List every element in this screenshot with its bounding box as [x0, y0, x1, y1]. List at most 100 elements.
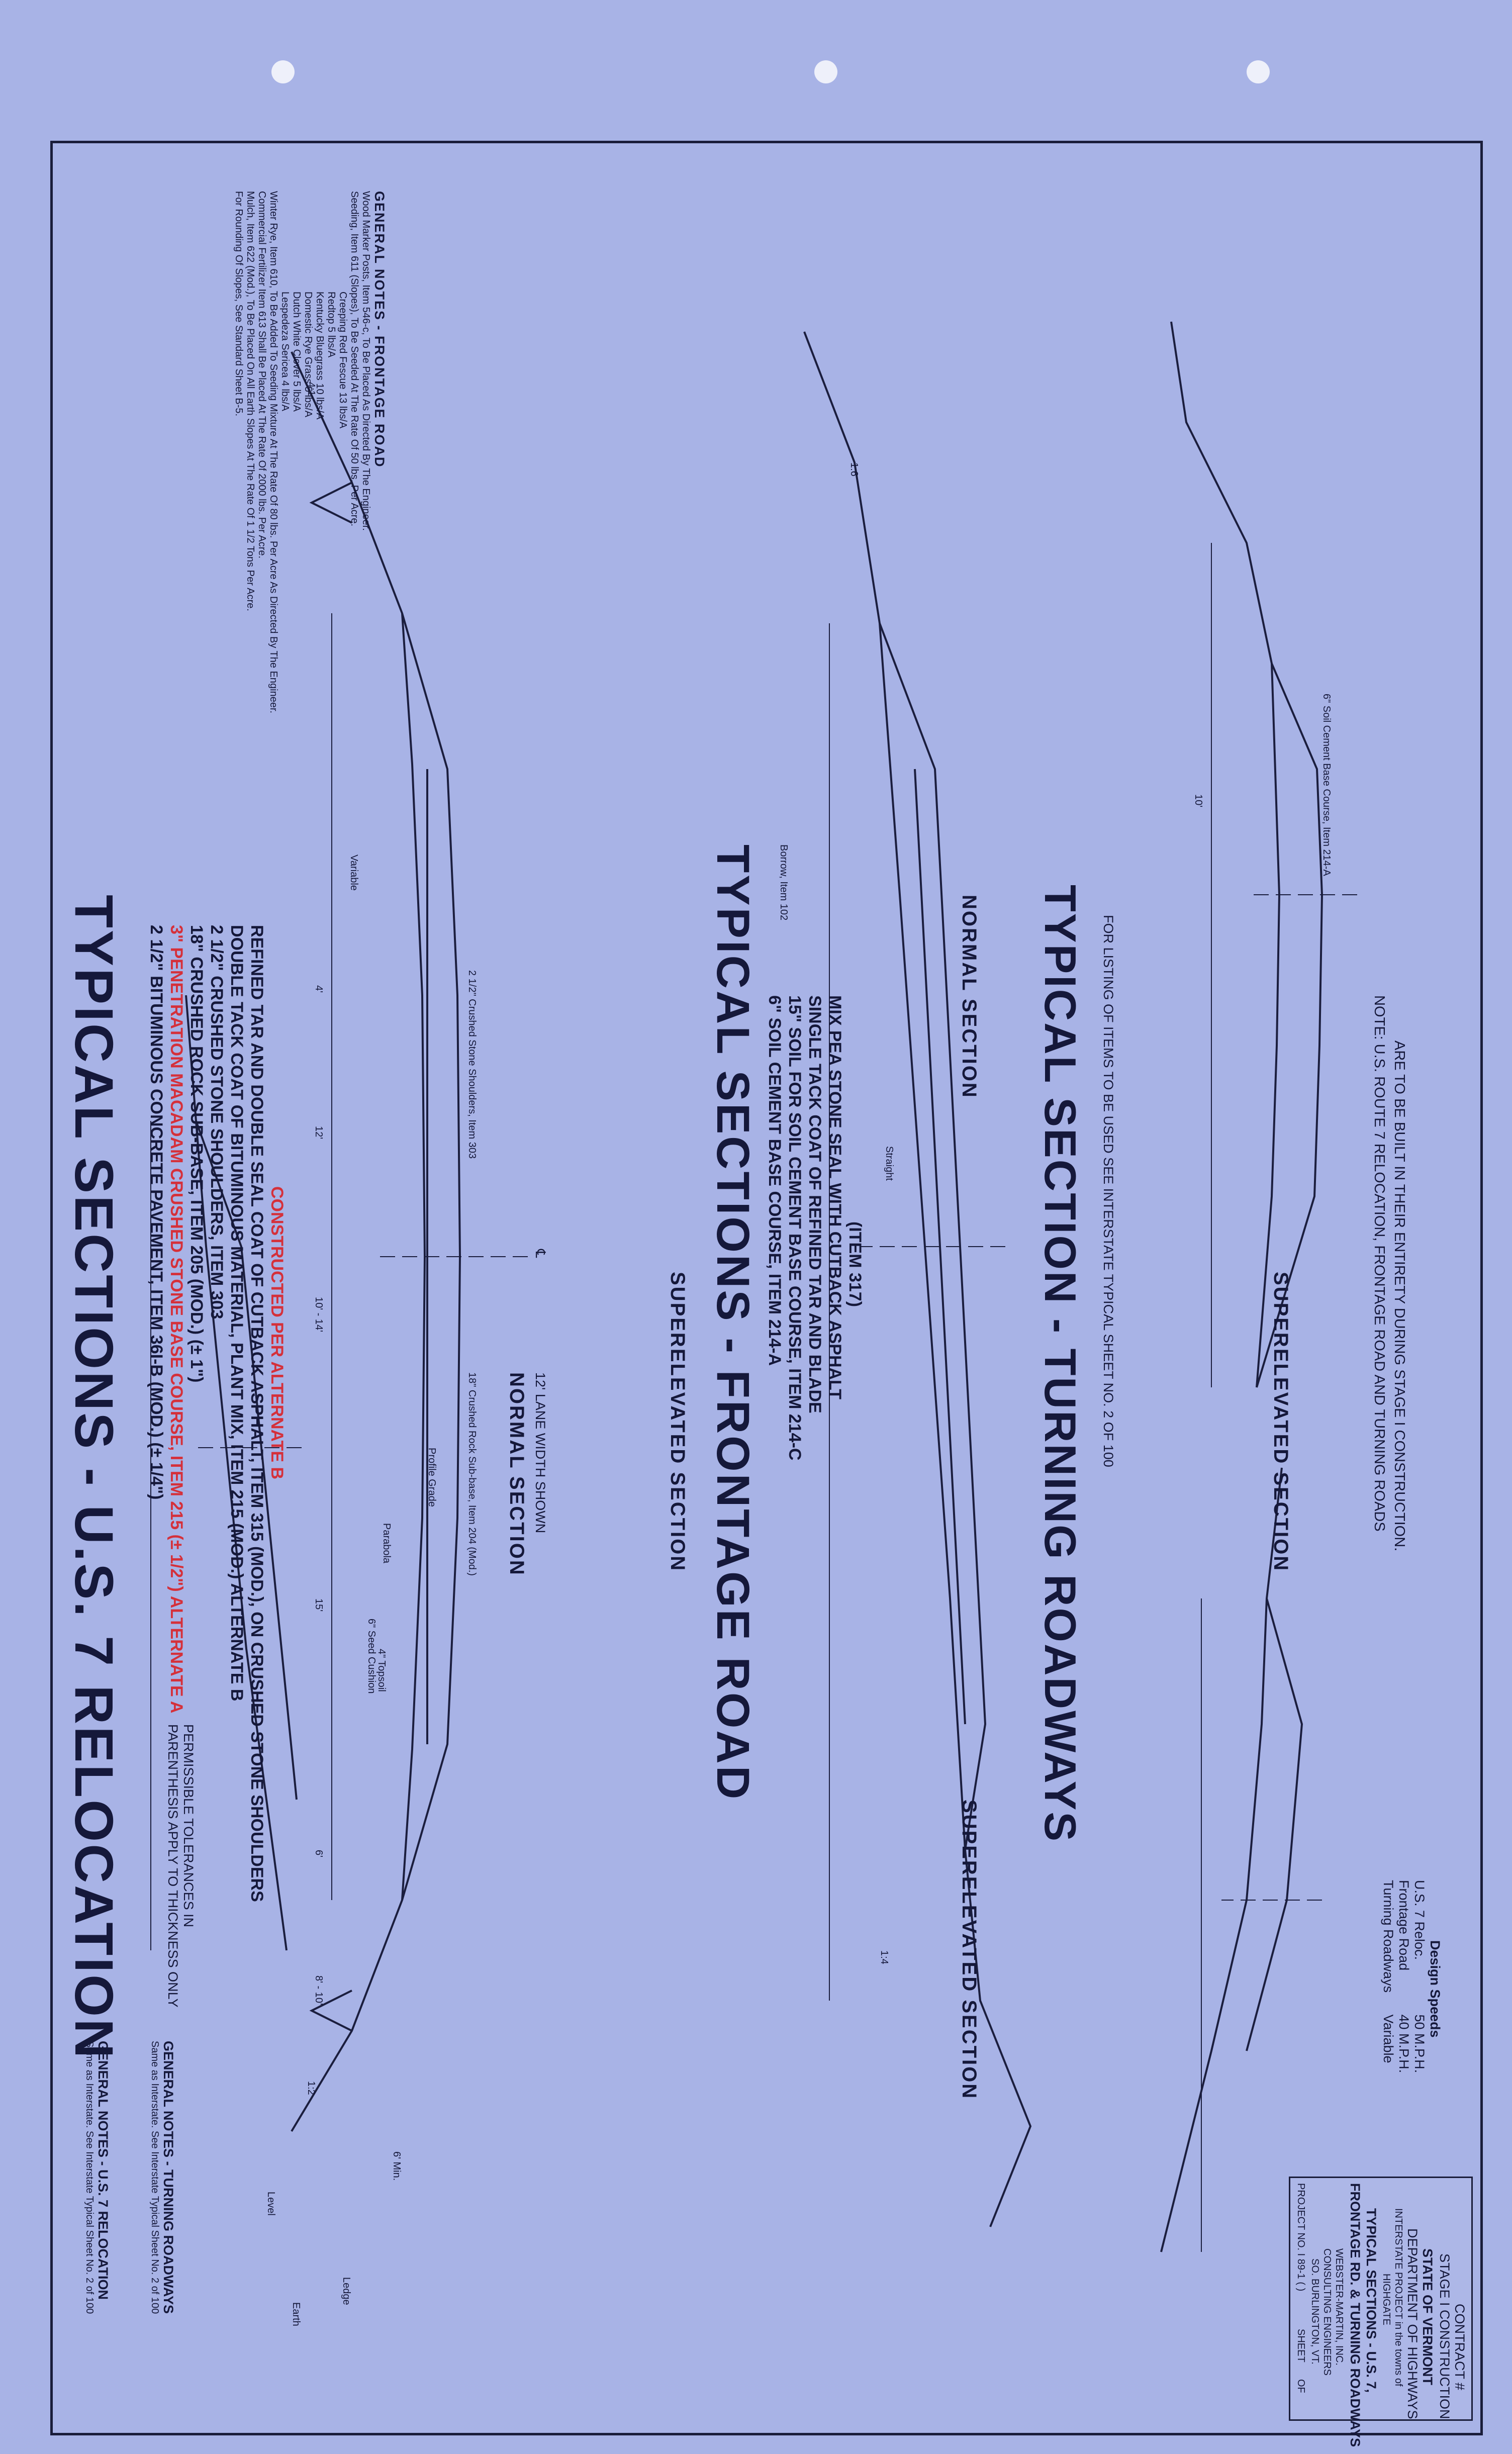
constructed-note: CONSTRUCTED PER ALTERNATE B	[267, 1186, 287, 1480]
tb-project-no: PROJECT NO. I 89-1 ( )	[1295, 2183, 1306, 2292]
us7-super-label: SUPERELEVATED SECTION	[667, 1272, 689, 1572]
design-speeds-heading: Design Speeds	[1428, 1940, 1443, 2038]
tb-firm2: CONSULTING ENGINEERS	[1321, 2248, 1333, 2376]
profile-grade-label: Profile Grade	[426, 1448, 437, 1507]
notes-frontage-line: Mulch, Item 622 (Mod.), To Be Placed On …	[245, 191, 256, 611]
tb-firm3: SO. BURLINGTON, VT.	[1309, 2258, 1320, 2365]
dim-6: 6'	[313, 1850, 324, 1857]
notes-turning-line: Same as Interstate. See Interstate Typic…	[149, 2041, 160, 2314]
notes-frontage-line: Lespedeza Sericea 4 lbs/A	[279, 292, 291, 411]
slope-1-6: 1:6	[848, 462, 860, 477]
dim-10: 10'	[1193, 794, 1204, 808]
stage-note-line1: NOTE: U.S. ROUTE 7 RELOCATION, FRONTAGE …	[1371, 995, 1387, 1532]
turning-super-label: SUPERELEVATED SECTION	[1270, 1272, 1292, 1572]
turning-note: FOR LISTING OF ITEMS TO BE USED SEE INTE…	[1101, 915, 1116, 1467]
notes-turning-heading: GENERAL NOTES - TURNING ROADWAYS	[161, 2041, 176, 2314]
tb-firm: WEBSTER-MARTIN, INC.	[1334, 2248, 1345, 2366]
us7-super-profile	[803, 331, 1032, 2227]
notes-frontage-line: Redtop 5 lbs/A	[326, 292, 337, 358]
punch-hole	[271, 60, 295, 83]
main-title: TYPICAL SECTIONS - U.S. 7 RELOCATION	[64, 895, 125, 2060]
subbase-label: 18" Crushed Rock Sub-base, Item 204 (Mod…	[466, 1372, 478, 1576]
earth-label: Earth	[291, 2302, 302, 2326]
centerline-symbol: ℄	[533, 1249, 548, 1258]
rotated-content: TYPICAL SECTIONS - U.S. 7 RELOCATION 2 1…	[50, 141, 1483, 2447]
punch-hole	[1247, 60, 1270, 83]
turning-super-base	[195, 1120, 298, 1800]
dim-8-10: 8' - 10'	[313, 1975, 324, 2005]
frontage-super-base	[1246, 1598, 1303, 2051]
frontage-spec-3: SINGLE TACK COAT OF REFINED TAR AND BLAD…	[805, 995, 824, 1413]
design-speed-value: 40 M.P.H.	[1396, 2014, 1411, 2073]
punch-hole	[814, 60, 837, 83]
design-speed-road: Frontage Road	[1396, 1880, 1411, 1971]
spec-line-5: DOUBLE TACK COAT OF BITUMINOUS MATERIAL,…	[227, 925, 246, 1702]
design-speed-value: Variable	[1381, 2014, 1396, 2063]
borrow-label: Borrow, Item 102	[778, 844, 789, 921]
stage-note-line2: ARE TO BE BUILT IN THEIR ENTIRETY DURING…	[1391, 1041, 1407, 1552]
design-speed-road: U.S. 7 Reloc.	[1412, 1880, 1427, 1960]
dim-10-14: 10' - 14'	[313, 1297, 324, 1332]
design-speed-value: 50 M.P.H.	[1412, 2014, 1427, 2073]
sheet-border	[50, 141, 1483, 2435]
tb-dept: DEPARTMENT OF HIGHWAYS	[1405, 2228, 1420, 2419]
notes-frontage-line: Kentucky Bluegrass 10 lbs/A	[314, 292, 325, 420]
seed-label: 6" Seed Cushion	[366, 1619, 377, 1694]
tb-stage: STAGE I CONSTRUCTION	[1437, 2253, 1452, 2419]
dim-4: 4'	[313, 985, 324, 993]
tb-sheet: SHEET	[1295, 2329, 1306, 2363]
notes-frontage-line: Domestic Rye Grass 5 lbs/A	[303, 292, 314, 418]
frontage-title: TYPICAL SECTIONS - FRONTAGE ROAD	[707, 844, 759, 1802]
frontage-normal-base	[1256, 663, 1324, 1388]
frontage-super-profile	[1160, 1467, 1283, 2252]
ledge-label: Ledge	[341, 2277, 352, 2305]
design-speed-road: Turning Roadways	[1381, 1880, 1396, 1993]
notes-frontage-line: For Rounding Of Slopes, See Standard She…	[233, 191, 244, 417]
spec-line-1: 2 1/2" BITUMINOUS CONCRETE PAVEMENT, ITE…	[147, 925, 166, 1500]
spec-line-3: 18" CRUSHED ROCK SUB-BASE, ITEM 205 (MOD…	[187, 925, 206, 1383]
topsoil-label: 4" Topsoil	[376, 1649, 387, 1692]
notes-frontage-heading: GENERAL NOTES - FRONTAGE ROAD	[372, 191, 387, 468]
soil-cement-label: 6" Soil Cement Base Course, Item 214-A	[1321, 694, 1332, 876]
parabola-label: Parabola	[381, 1523, 392, 1564]
frontage-super-label: SUPERELEVATED SECTION	[958, 1800, 980, 2100]
us7-super-subbase	[879, 623, 987, 1850]
tb-contract: CONTRACT #	[1452, 2304, 1467, 2391]
tb-sheet-title2: FRONTAGE RD. & TURNING ROADWAYS	[1348, 2183, 1363, 2447]
min-label: 6' Min.	[391, 2151, 402, 2181]
notes-frontage-line: Wood Marker Posts, Item 546-c, To Be Pla…	[360, 191, 371, 531]
tb-town: HIGHGATE	[1381, 2274, 1392, 2325]
straight-label: Straight	[884, 1146, 895, 1181]
frontage-spec-1: 6" SOIL CEMENT BASE COURSE, ITEM 214-A	[765, 995, 784, 1366]
notes-frontage-line: Seeding, Item 611 (Slopes), To Be Seeded…	[349, 191, 360, 527]
us7-normal-label: NORMAL SECTION	[506, 1372, 528, 1576]
dim-variable: Variable	[348, 855, 359, 891]
dim-12: 12'	[313, 1126, 324, 1140]
level-label: Level	[265, 2192, 276, 2216]
turning-title: TYPICAL SECTION - TURNING ROADWAYS	[1035, 885, 1085, 1843]
design-speed-row: U.S. 7 Reloc. 50 M.P.H.	[1411, 1880, 1427, 2073]
frontage-spec-2: 15" SOIL FOR SOIL CEMENT BASE COURSE, IT…	[785, 995, 804, 1461]
design-speed-row: Frontage Road 40 M.P.H.	[1396, 1880, 1411, 2073]
dim-15: 15'	[313, 1598, 324, 1612]
frontage-spec-4: MIX PEA STONE SEAL WITH CUTBACK ASPHALT	[825, 995, 844, 1400]
stone-shoulders-label: 2 1/2" Crushed Stone Shoulders, Item 303	[466, 970, 478, 1159]
title-block: CONTRACT # STAGE I CONSTRUCTION STATE OF…	[1289, 2177, 1473, 2447]
ditch-lines	[309, 482, 352, 2032]
us7-normal-sublabel: 12' LANE WIDTH SHOWN	[533, 1372, 548, 1534]
tb-project: INTERSTATE PROJECT in the towns of	[1393, 2208, 1404, 2387]
design-speeds: Design Speeds U.S. 7 Reloc. 50 M.P.H. Fr…	[1380, 1880, 1443, 2073]
slope-1-4: 1:4	[879, 1950, 890, 1964]
notes-turning: GENERAL NOTES - TURNING ROADWAYS Same as…	[149, 2041, 176, 2314]
cross-section-drawings	[150, 321, 1357, 2252]
notes-frontage-line: Winter Rye, Item 610, To Be Added To See…	[268, 191, 279, 714]
frontage-normal-label: NORMAL SECTION	[958, 895, 980, 1099]
frontage-normal-profile	[1170, 321, 1281, 1388]
us7-super-base	[914, 769, 966, 1725]
tolerance-note: PERMISSIBLE TOLERANCES IN PARENTHESIS AP…	[165, 1724, 196, 2008]
notes-us7-line: Same as Interstate. See Interstate Typic…	[84, 2041, 95, 2314]
notes-us7: GENERAL NOTES - U.S. 7 RELOCATION Same a…	[83, 2041, 111, 2314]
notes-frontage: GENERAL NOTES - FRONTAGE ROAD Wood Marke…	[233, 191, 387, 744]
notes-frontage-line: Creeping Red Fescue 13 lbs/A	[337, 292, 348, 429]
